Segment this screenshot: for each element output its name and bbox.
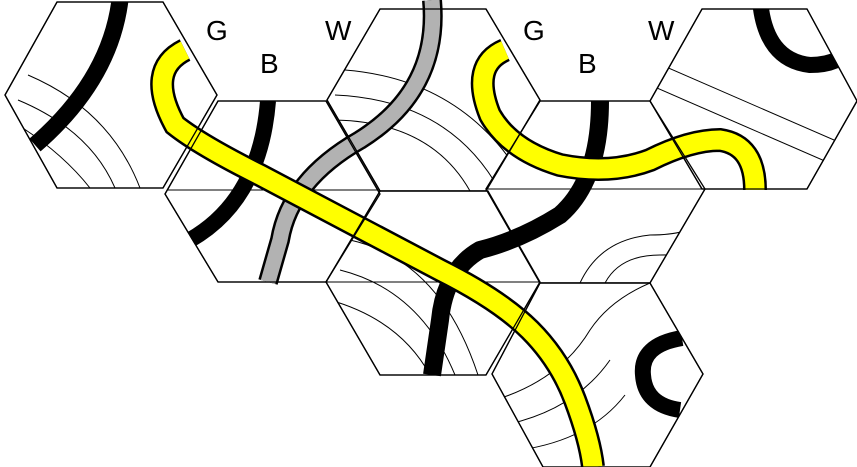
- labels: G B W G B W: [206, 15, 675, 79]
- grey-track: [258, 0, 443, 285]
- black-track-1: [29, 2, 129, 152]
- yellow-track-long: [150, 39, 605, 467]
- label-b-2: B: [578, 48, 597, 79]
- hex-outlines: [4, 1, 857, 467]
- label-b-1: B: [260, 48, 279, 79]
- label-g-2: G: [523, 15, 545, 46]
- black-arc-7: [634, 330, 684, 418]
- yellow-track-s: [470, 38, 767, 191]
- label-g-1: G: [206, 15, 228, 46]
- black-track-2: [185, 101, 276, 247]
- label-w-1: W: [325, 15, 352, 46]
- label-w-2: W: [648, 15, 675, 46]
